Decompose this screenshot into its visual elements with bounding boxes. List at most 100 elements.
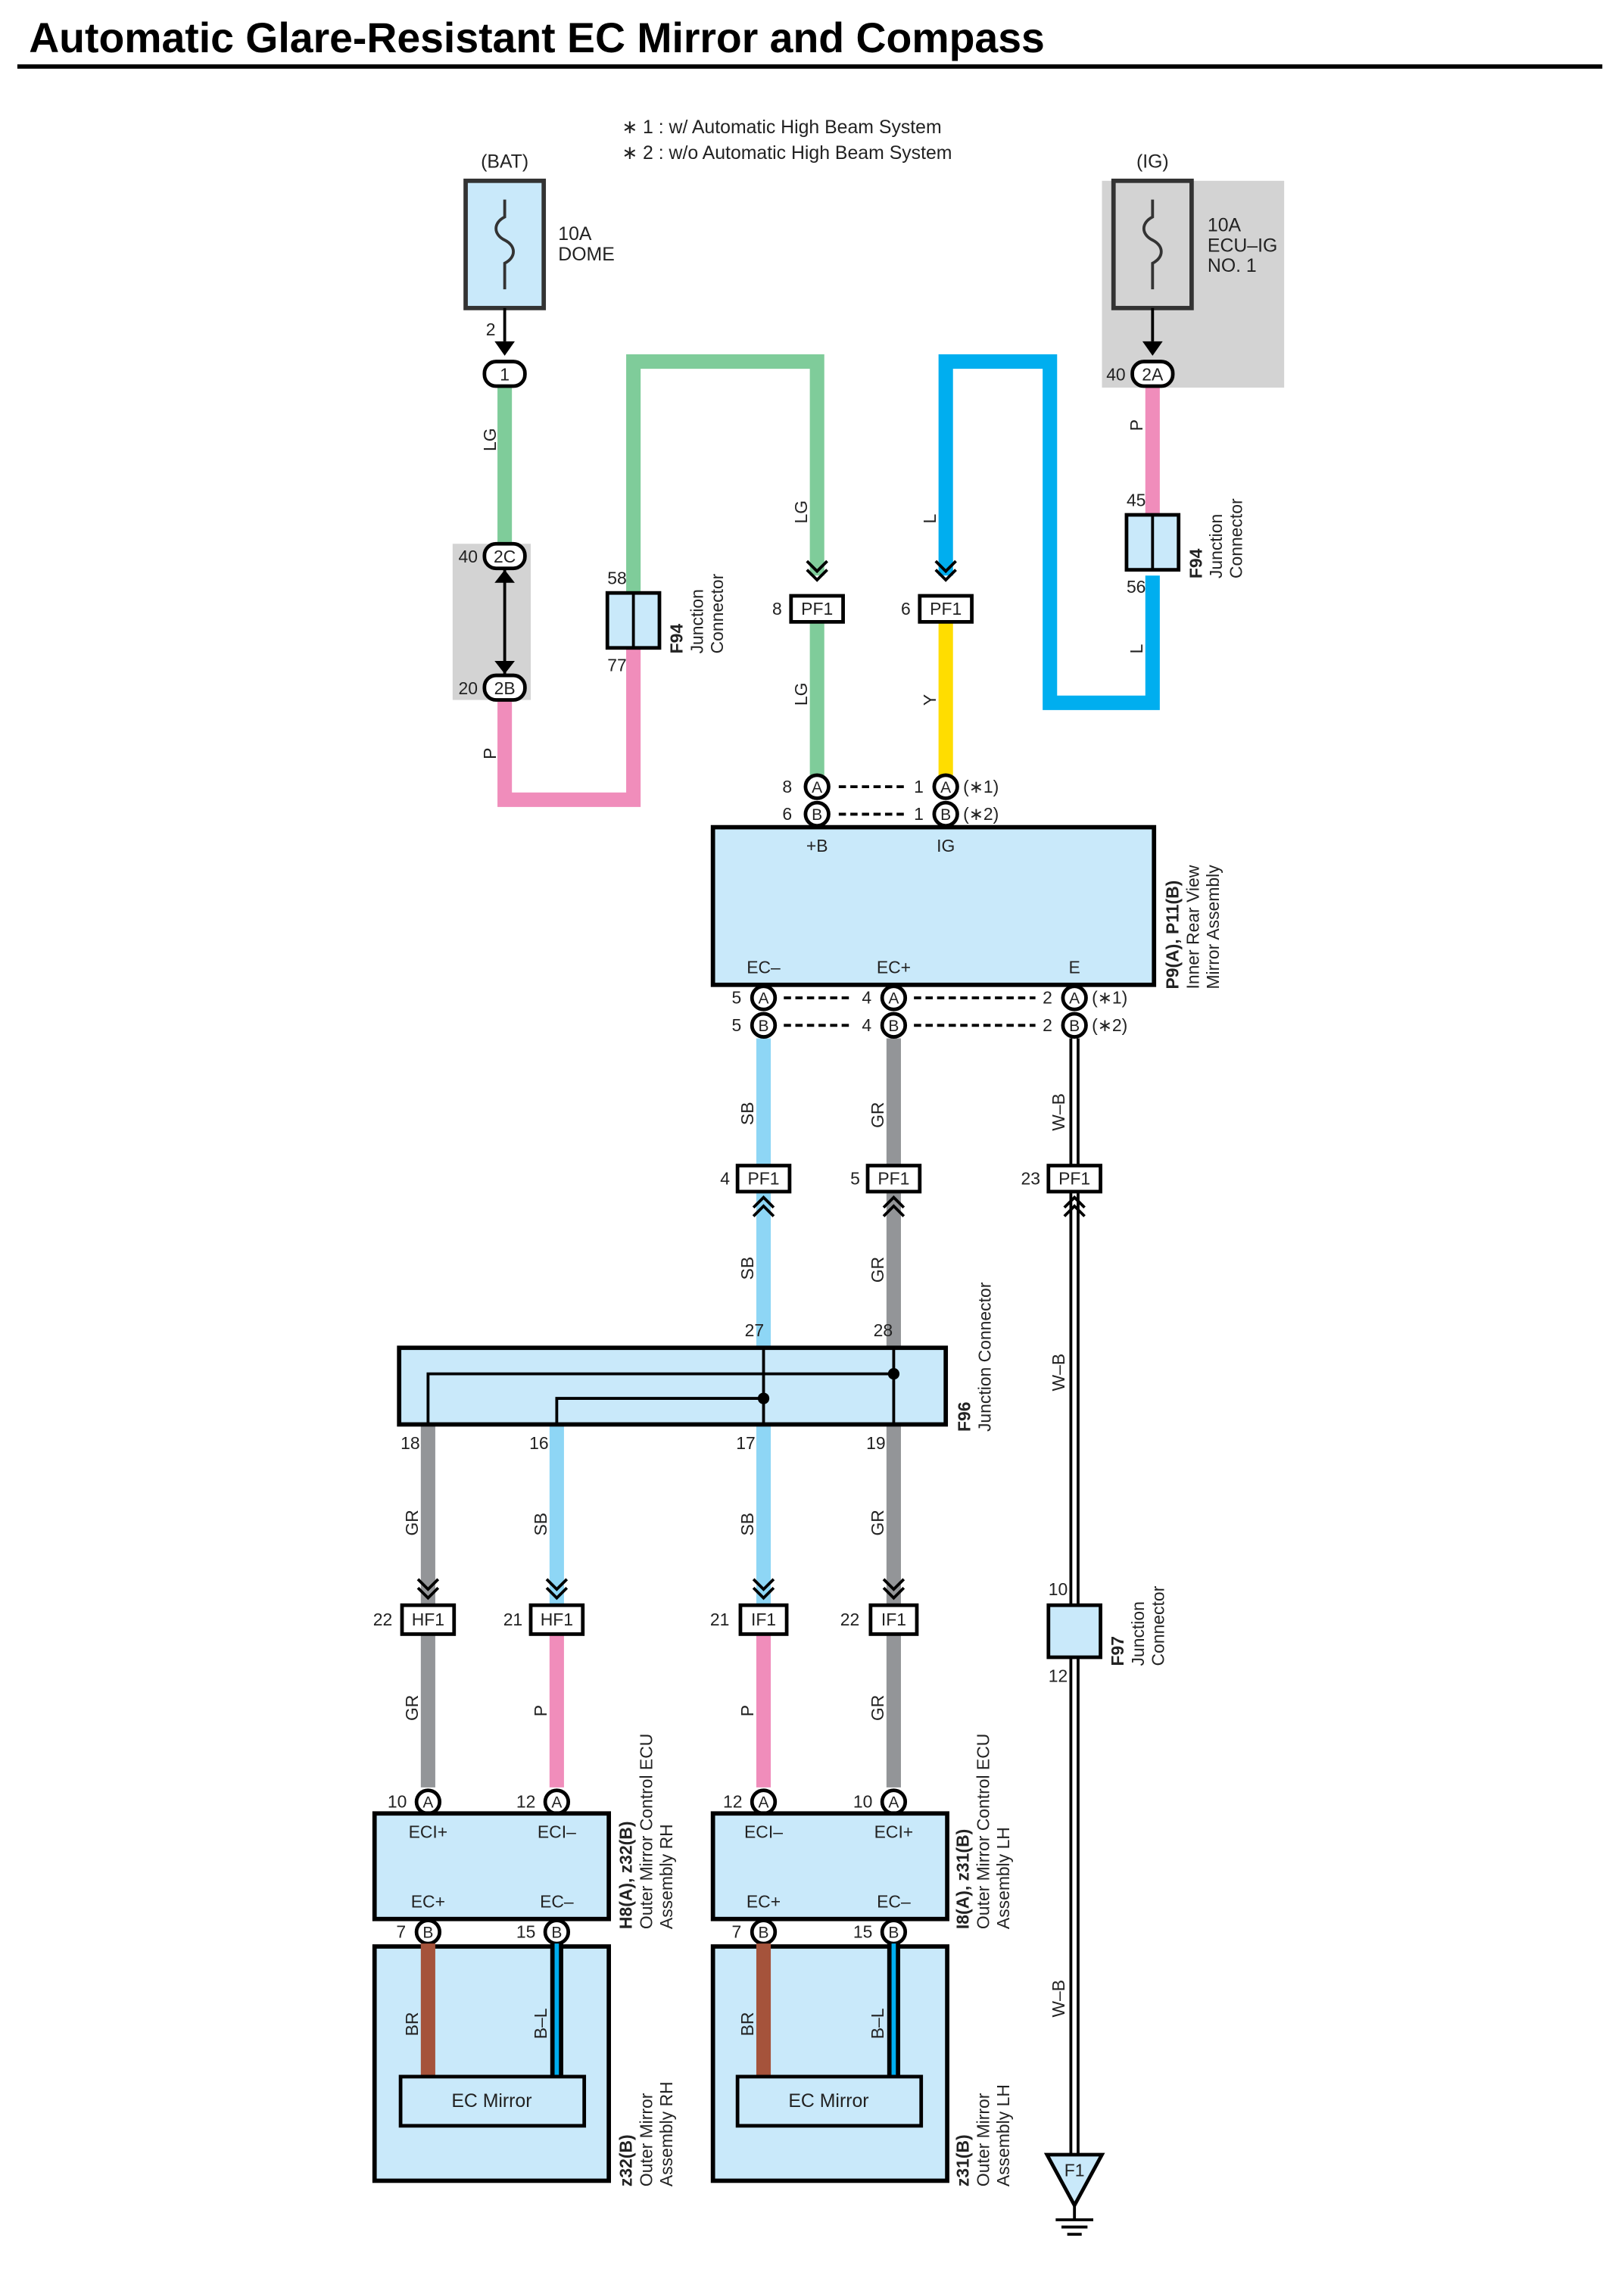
f96-pin-top: 27 (745, 1320, 764, 1340)
f97-pin-bottom: 12 (1049, 1666, 1068, 1685)
wire-label: Y (920, 694, 940, 706)
conn-2c-pin: 40 (458, 547, 477, 566)
wires (420, 354, 1160, 2155)
wire-label: L (1127, 644, 1146, 654)
f96-pin-top: 28 (874, 1320, 893, 1340)
pin-name: +B (806, 836, 828, 856)
f94-left-name1: Junction (687, 589, 706, 653)
bat-fuse-name: DOME (558, 245, 615, 265)
pf1-top-6-pin: 6 (901, 599, 911, 619)
bat-conn (482, 360, 527, 388)
pf1-mid-5-box (865, 1164, 922, 1194)
ig-fuse-rating: 10A (1208, 216, 1242, 236)
ecu-lh-box (710, 1811, 949, 1921)
pf1-top-6-box (918, 594, 974, 624)
conn-2b-pin: 20 (458, 678, 477, 698)
wire-label: SB (737, 1257, 757, 1280)
pf1-mid-pin: 23 (1021, 1168, 1040, 1188)
mirror-pin-a (803, 773, 831, 800)
ig-conn (1130, 360, 1175, 388)
chevron-up-icon (752, 1195, 775, 1217)
pin-name: EC– (877, 1891, 911, 1911)
pf1-top-8-box (789, 594, 845, 624)
wire-label: W–B (1049, 1354, 1068, 1392)
conn-pin: 22 (373, 1610, 392, 1629)
inner-mirror-name2: Mirror Assembly (1203, 865, 1223, 990)
pf1-top-8: PF1 8 (772, 559, 845, 624)
pin-conn: B (888, 1925, 899, 1942)
pin-conn: B (759, 1925, 769, 1942)
chevron-down-icon (806, 559, 828, 582)
ecu-rh: 10 A 12 A ECI+ ECI– EC+ EC– 7 B 15 B H8(… (372, 1734, 676, 1946)
mirror-rh-id: z32(B) (616, 2134, 636, 2186)
pf1-mid-label: PF1 (877, 1168, 909, 1188)
wire-label: SB (737, 1102, 757, 1126)
pf1-mid-4-box (735, 1164, 792, 1194)
arrow-down-icon (494, 341, 515, 356)
ecu-lh: 12 A 10 A ECI– ECI+ EC+ EC– 7 B 15 B I8(… (710, 1734, 1013, 1946)
pf1-mid-pin: 4 (720, 1168, 730, 1188)
f94-left: 58 77 F94 Junction Connector (605, 569, 727, 675)
conn-label: HF1 (412, 1610, 444, 1629)
conn-pin: 21 (710, 1610, 729, 1629)
pin-name: ECI– (744, 1822, 783, 1842)
pin-number: 15 (516, 1922, 535, 1942)
variant-note: (∗1) (1092, 988, 1127, 1008)
chevron-down-icon (752, 1578, 775, 1600)
mirror-pin-b (750, 1011, 778, 1039)
f96-pin-bottom: 19 (866, 1433, 885, 1453)
pin-conn: A (812, 779, 822, 796)
pin-conn: B (422, 1925, 433, 1942)
pin-number: 15 (853, 1922, 872, 1942)
pin-name: EC– (540, 1891, 574, 1911)
pin-conn: A (759, 1794, 769, 1812)
conn-label: IF1 (751, 1610, 776, 1629)
wire-label: GR (868, 1102, 887, 1128)
f94-right-name2: Connector (1227, 498, 1246, 578)
f94-left-pin-bottom: 77 (607, 655, 626, 675)
conn-label: HF1 (541, 1610, 573, 1629)
wire-label: GR (402, 1695, 422, 1721)
pin-number: 2 (1043, 988, 1052, 1008)
inner-mirror-name1: Inner Rear View (1183, 865, 1202, 989)
mirror-top-pins: 8 A 1 A (∗1) 6 B 1 B (∗2) (782, 773, 999, 828)
f94-right-pin-bottom: 56 (1127, 577, 1146, 597)
f94-left-pin-top: 58 (607, 569, 626, 588)
pin-conn: B (940, 806, 951, 824)
inner-mirror-id: P9(A), P11(B) (1163, 880, 1183, 990)
wire-label: BR (402, 2012, 422, 2037)
ec-mirror-rh-box (372, 1944, 612, 2183)
wire-label: W–B (1049, 1980, 1068, 2018)
wire-lg-f94-pf1 (626, 354, 824, 594)
mirror-pin-b (880, 1011, 908, 1039)
pin-number: 12 (516, 1792, 535, 1812)
wire-label: GR (402, 1510, 422, 1535)
wire-label: GR (868, 1695, 887, 1721)
ecu-rh-name2: Assembly RH (656, 1824, 676, 1929)
pin-conn: B (1069, 1018, 1080, 1035)
f94-right-name1: Junction (1206, 514, 1226, 578)
wire-labels: LG P LG LG L Y P L SB GR W–B SB GR W–B G… (402, 419, 1146, 2018)
wire-label: GR (868, 1510, 887, 1535)
wire-label: P (737, 1705, 757, 1716)
wire-label: L (920, 514, 940, 524)
ecu-rh-name1: Outer Mirror Control ECU (636, 1734, 656, 1929)
f96-pin-bottom: 18 (401, 1433, 419, 1453)
pin-name: ECI– (538, 1822, 576, 1842)
pf1-mid: PF1 4 PF1 5 PF1 23 (720, 1164, 1102, 1217)
pin-name: ECI+ (409, 1822, 448, 1842)
pin-name: EC+ (747, 1891, 781, 1911)
bat-fuse: (BAT) 10A DOME 2 1 (463, 152, 615, 388)
hf1-22-box (400, 1603, 457, 1636)
ecu-lh-name1: Outer Mirror Control ECU (973, 1734, 993, 1929)
pin-number: 1 (914, 777, 924, 796)
pin-conn: A (1069, 990, 1080, 1008)
chevron-down-icon (934, 559, 957, 582)
ig-fuse: (IG) 10A ECU–IG NO. 1 40 2A (1106, 152, 1277, 388)
wire-label: P (531, 1705, 550, 1716)
fuse-icon (494, 199, 515, 290)
ig-fuse-name1: ECU–IG (1208, 235, 1277, 256)
pin-conn: A (888, 990, 899, 1008)
f96-pin-bottom: 17 (736, 1433, 755, 1453)
